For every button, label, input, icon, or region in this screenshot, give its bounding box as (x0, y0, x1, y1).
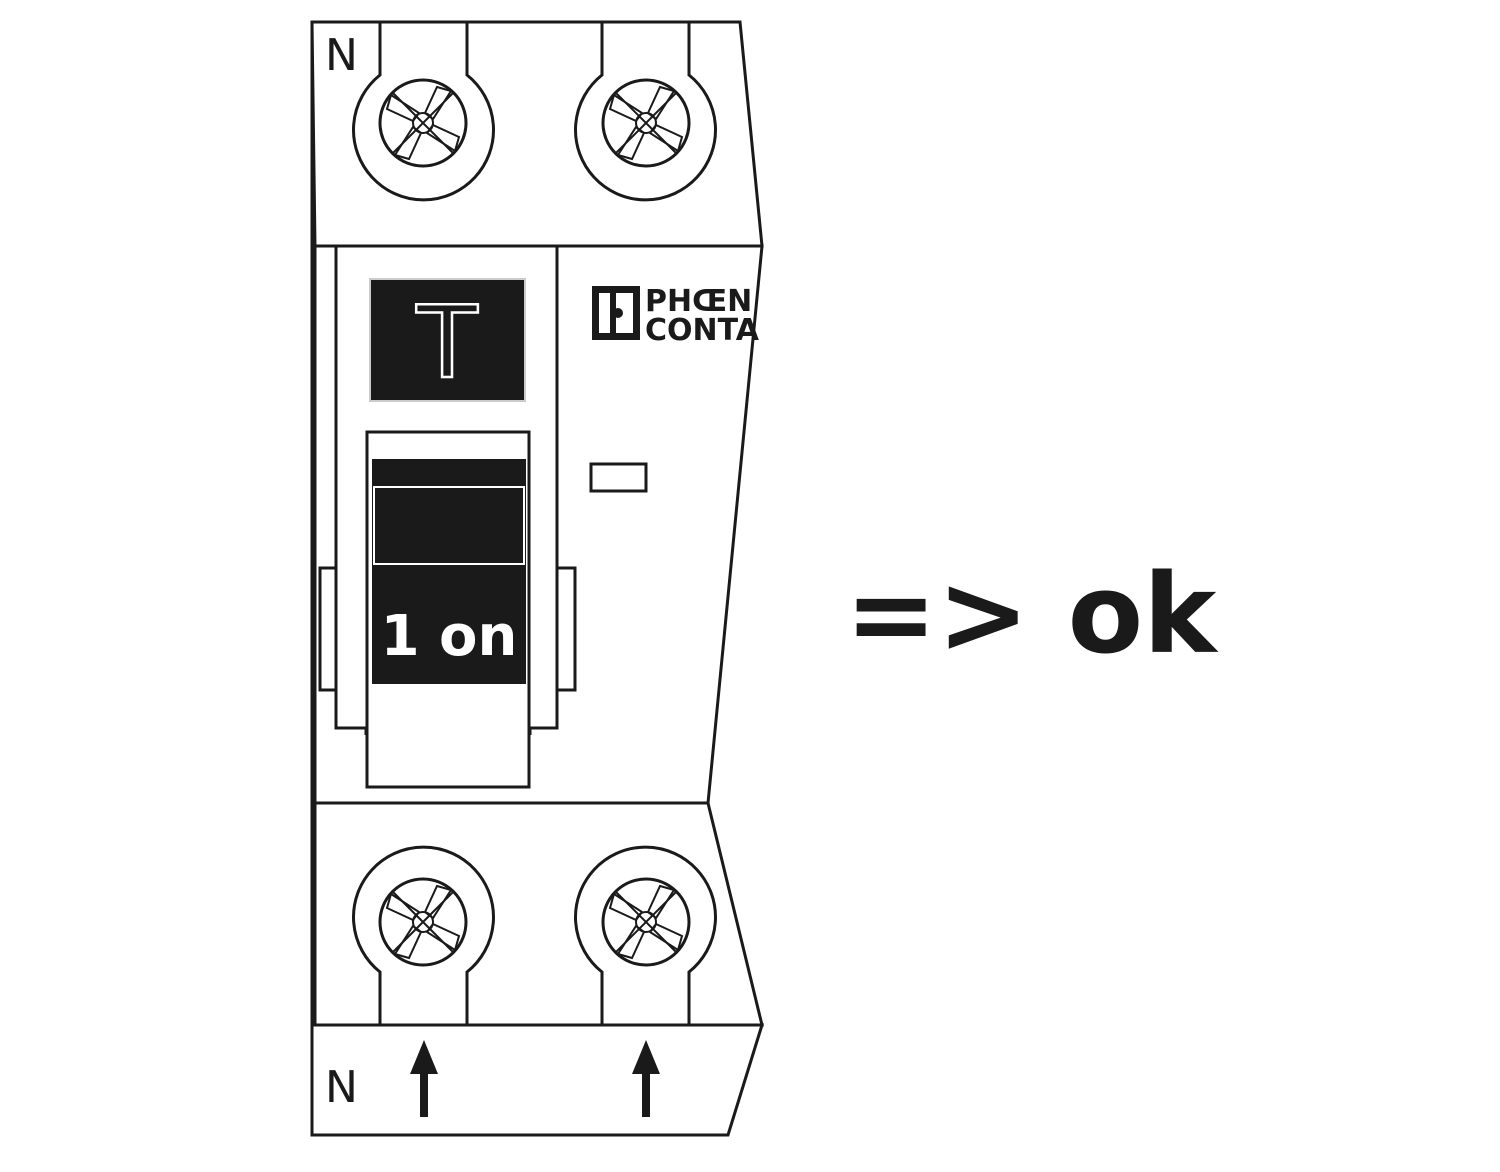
test-button[interactable]: T (369, 278, 526, 402)
brand-line-2: CONTA (645, 313, 760, 348)
result-text: => ok (845, 550, 1219, 678)
terminal-screw-icon (378, 78, 468, 168)
phoenix-contact-logo-icon (592, 286, 640, 340)
switch-lever[interactable]: 1 on (365, 430, 531, 789)
terminal-screw-icon (601, 877, 691, 967)
arrow-up-icon (632, 1040, 660, 1117)
terminal-screw-icon (601, 78, 691, 168)
status-window (589, 462, 648, 493)
bottom-terminal-right (574, 845, 717, 1025)
test-button-label: T (415, 284, 478, 401)
arrow-up-icon (410, 1040, 438, 1117)
top-terminal-left (352, 22, 495, 202)
device-housing (310, 20, 765, 1137)
terminal-screw-icon (378, 877, 468, 967)
top-neutral-label: N (325, 30, 358, 81)
bottom-terminal-left (352, 845, 495, 1025)
bottom-neutral-label: N (325, 1062, 358, 1113)
top-terminal-right (574, 22, 717, 202)
switch-state-label: 1 on (381, 604, 518, 669)
brand-line-1: PHŒN (645, 284, 752, 319)
